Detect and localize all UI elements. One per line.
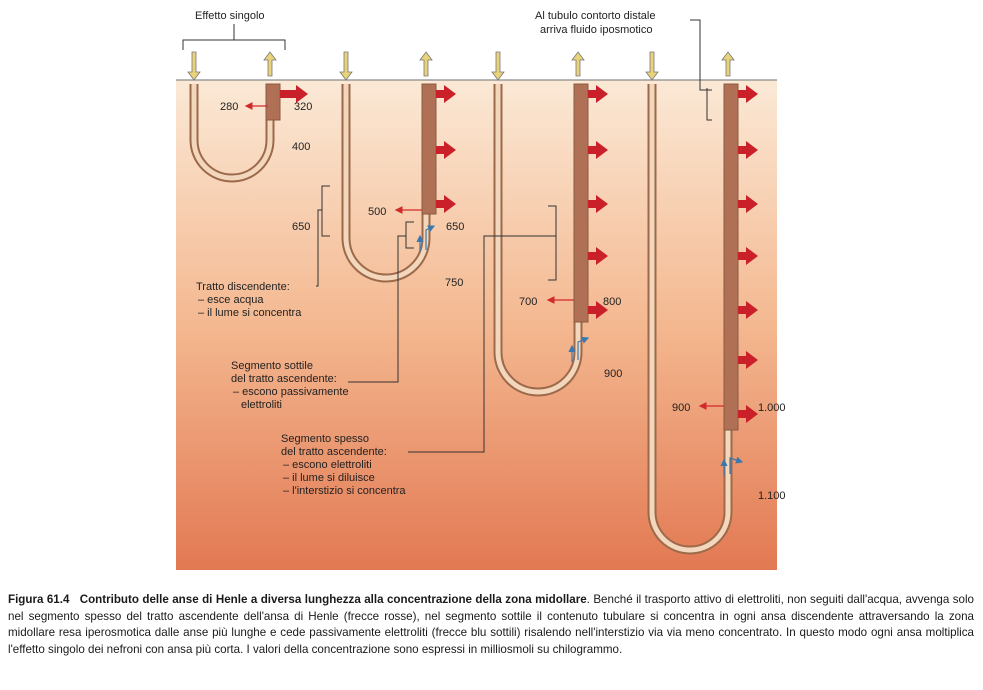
svg-text:– l'interstizio si concentra: – l'interstizio si concentra xyxy=(283,485,406,497)
loop-2 xyxy=(339,51,456,283)
loop2-outside-value: 650 xyxy=(446,221,464,233)
value-650-left: 650 xyxy=(292,221,310,233)
svg-text:Segmento sottile: Segmento sottile xyxy=(231,360,313,372)
medulla-background xyxy=(176,80,777,570)
svg-text:del tratto ascendente:: del tratto ascendente: xyxy=(231,373,337,385)
tubulo-label-line1: Al tubulo contorto distale xyxy=(535,10,655,22)
sottile-leader xyxy=(348,221,414,383)
value-750: 750 xyxy=(445,277,463,289)
value-1100: 1.100 xyxy=(758,490,786,502)
svg-text:– esce acqua: – esce acqua xyxy=(198,294,264,306)
svg-text:– il lume si concentra: – il lume si concentra xyxy=(198,307,302,319)
svg-text:– escono passivamente: – escono passivamente xyxy=(233,386,349,398)
loop1-outside-value: 320 xyxy=(294,101,312,113)
henle-loop-diagram: Effetto singolo Al tubulo contorto dista… xyxy=(176,10,786,570)
value-400: 400 xyxy=(292,141,310,153)
svg-text:Tratto discendente:: Tratto discendente: xyxy=(196,281,290,293)
discendente-leader xyxy=(316,185,330,287)
svg-text:– il lume si diluisce: – il lume si diluisce xyxy=(283,472,375,484)
caption-label: Figura 61.4 xyxy=(8,593,70,606)
loop-4 xyxy=(645,51,758,555)
loop3-inside-value: 700 xyxy=(519,296,537,308)
loop4-inside-value: 900 xyxy=(672,402,690,414)
svg-text:elettroliti: elettroliti xyxy=(241,399,282,411)
svg-text:– escono elettroliti: – escono elettroliti xyxy=(283,459,372,471)
loop3-outside-value: 800 xyxy=(603,296,621,308)
loop4-outside-value: 1.000 xyxy=(758,402,786,414)
caption-text: . Benché il trasporto attivo di elettrol… xyxy=(8,593,974,656)
tubulo-leader xyxy=(690,19,712,121)
figure-caption: Figura 61.4 Contributo delle anse di Hen… xyxy=(8,592,974,658)
annotation-discendente: Tratto discendente: – esce acqua – il lu… xyxy=(196,281,302,319)
loop1-ascending-arrow xyxy=(263,51,277,77)
loop2-inside-value: 500 xyxy=(368,206,386,218)
effetto-singolo-bracket xyxy=(182,24,286,50)
effetto-singolo-label: Effetto singolo xyxy=(195,10,265,22)
loop-3 xyxy=(491,51,608,397)
tubulo-label-line2: arriva fluido iposmotico xyxy=(540,24,653,36)
spesso-leader xyxy=(408,205,557,453)
annotation-sottile: Segmento sottile del tratto ascendente: … xyxy=(231,360,349,411)
loop1-red-arrow xyxy=(280,85,308,103)
value-900: 900 xyxy=(604,368,622,380)
caption-title: Contributo delle anse di Henle a diversa… xyxy=(79,593,587,606)
svg-text:Segmento spesso: Segmento spesso xyxy=(281,433,369,445)
loop1-descending-arrow xyxy=(187,51,201,81)
loop1-inside-value: 280 xyxy=(220,101,238,113)
loop-1 xyxy=(187,51,308,183)
svg-text:del tratto ascendente:: del tratto ascendente: xyxy=(281,446,387,458)
annotation-spesso: Segmento spesso del tratto ascendente: –… xyxy=(281,433,406,497)
